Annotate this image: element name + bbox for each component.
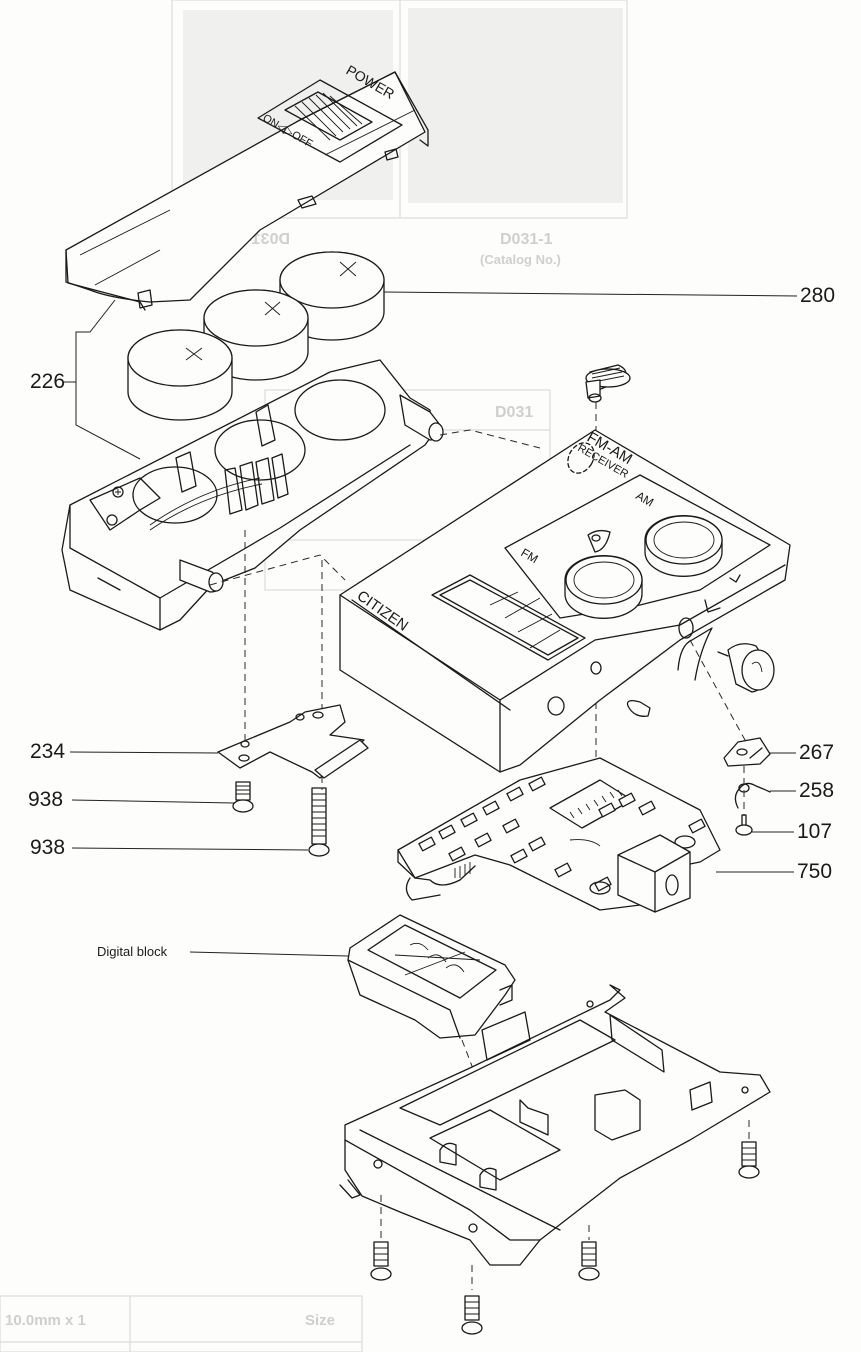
battery (127, 329, 233, 421)
spring (734, 782, 771, 809)
base-frame (339, 984, 771, 1266)
base-screw (461, 1265, 483, 1335)
part-label-258: 258 (799, 779, 835, 802)
screw-short (232, 781, 254, 813)
screw-long (308, 787, 330, 857)
part-label-267: 267 (799, 741, 835, 764)
leader-938-long (71, 847, 309, 851)
guide-posts (209, 530, 346, 790)
batteries (127, 251, 385, 421)
part-label-938-long: 938 (30, 836, 66, 859)
part-label-280: 280 (800, 284, 836, 307)
part-label-234: 234 (30, 740, 66, 763)
base-screw (578, 1225, 600, 1281)
digital-block (347, 914, 516, 1039)
ghost-box-title: D031 (495, 404, 533, 421)
part-label-938-short: 938 (28, 788, 64, 811)
base-screw (370, 1195, 392, 1281)
am-knob (644, 515, 723, 577)
leader-280 (383, 291, 798, 297)
show-through-artifacts: D031-1 D031-1 (Catalog No.) D031 Size 10… (0, 0, 628, 1352)
clamp (723, 737, 771, 767)
ghost-catalog-right: D031-1 (500, 231, 553, 248)
part-label-digital-block: Digital block (97, 944, 168, 959)
leader-226 (64, 299, 141, 460)
ghost-size-value: 10.0mm x 1 (5, 1312, 86, 1329)
battery-holder (61, 359, 444, 631)
components (418, 776, 706, 892)
part-label-226: 226 (30, 370, 66, 393)
guide-crown (439, 429, 751, 746)
leader-234 (69, 751, 219, 754)
ghost-size-label: Size (305, 1312, 335, 1329)
adjust-knob (585, 364, 631, 403)
screw-107 (735, 814, 753, 836)
fm-knob (564, 555, 643, 619)
circuit-board (397, 757, 721, 913)
leader-938-short (71, 799, 235, 804)
bracket-plate (217, 704, 369, 779)
part-label-750: 750 (797, 860, 833, 883)
part-label-107: 107 (797, 820, 833, 843)
ghost-catalog-caption: (Catalog No.) (480, 252, 561, 267)
base-screw (738, 1120, 760, 1179)
crown (717, 643, 775, 693)
watch-case: FM-AM RECEIVER AM FM CITIZEN (339, 429, 791, 773)
leader-digital-block (189, 951, 349, 957)
